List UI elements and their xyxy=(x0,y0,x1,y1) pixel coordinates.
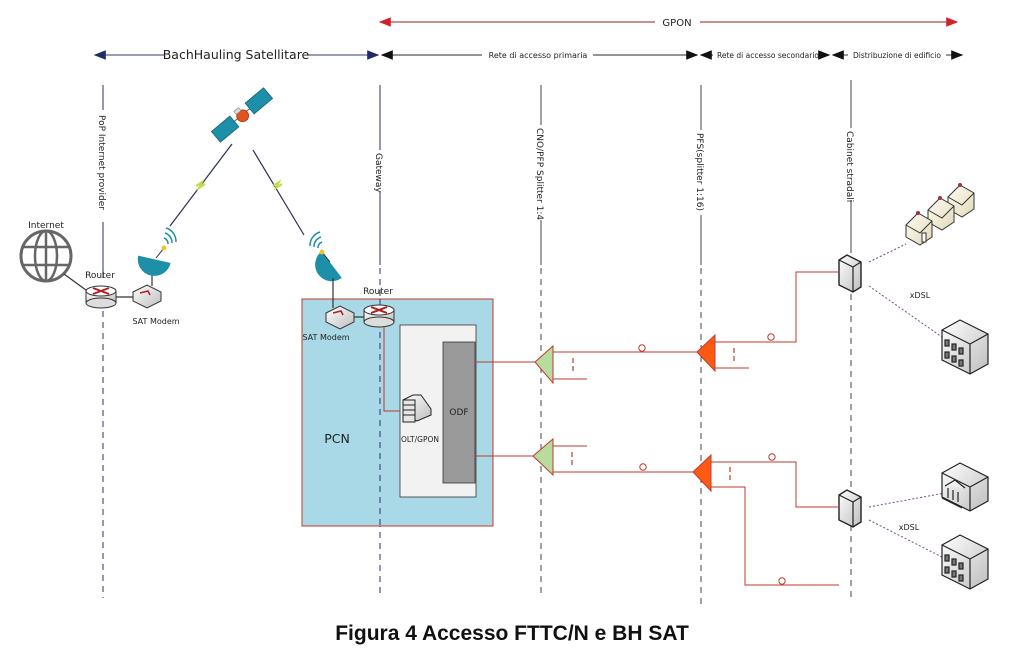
secondary-splitter-top-icon xyxy=(696,333,716,373)
xdsl-label-top: xDSL xyxy=(910,291,931,300)
lightning-icon xyxy=(195,179,206,191)
router-left-label: Router xyxy=(85,271,115,281)
column-label-pop: PoP Internet provider xyxy=(96,115,106,210)
office-building-bottom-icon xyxy=(941,534,989,590)
xdsl-links xyxy=(868,243,946,558)
gpon-label: GPON xyxy=(662,18,691,29)
lightning-icon xyxy=(272,179,283,191)
houses-icon xyxy=(905,183,975,246)
column-label-cabinet: Cabinet stradali xyxy=(844,131,854,202)
segment-backhauling: BachHauling Satellitare xyxy=(93,47,380,62)
segment-building-distribution: Distribuzione di edificio xyxy=(831,50,964,60)
router-left-icon xyxy=(85,285,117,309)
internet-globe-icon xyxy=(19,229,73,283)
satellite-dish-left-icon xyxy=(137,227,177,276)
office-building-top-icon xyxy=(941,319,989,375)
fiber-connectors xyxy=(638,333,786,585)
column-cabinet: Cabinet stradali xyxy=(844,80,854,600)
fiber-break-marks xyxy=(571,348,735,482)
satellite-icon xyxy=(210,87,274,143)
secondary-splitter-bottom-icon xyxy=(692,453,712,493)
router-right-label: Router xyxy=(363,287,393,297)
street-cabinet-bottom-icon xyxy=(838,489,862,528)
sat-modem-left-icon xyxy=(132,284,162,309)
column-label-gateway: Gateway xyxy=(373,153,383,193)
primary-splitter-bottom-icon xyxy=(532,437,554,477)
column-label-cno-pfp: CNO/PFP Splitter 1:4 xyxy=(534,128,544,220)
primary-splitter-top-icon xyxy=(534,344,554,385)
column-pfs: PFS(splitter 1:16) xyxy=(694,85,704,605)
internet-label: Internet xyxy=(28,221,64,231)
column-label-pfs: PFS(splitter 1:16) xyxy=(694,133,704,211)
sat-modem-right-icon xyxy=(325,305,355,330)
satellite-dish-right-icon xyxy=(309,231,342,282)
street-cabinet-top-icon xyxy=(838,254,862,293)
segment-label-secondary: Rete di accesso secondario xyxy=(717,51,819,60)
fiber-links xyxy=(475,271,839,586)
public-building-icon xyxy=(941,462,989,512)
xdsl-label-bottom: xDSL xyxy=(899,523,920,532)
satellite-link-right xyxy=(252,149,305,236)
sat-modem-left-label: SAT Modem xyxy=(132,317,179,326)
router-right-icon xyxy=(363,304,395,328)
sat-modem-right-label: SAT Modem xyxy=(302,333,349,342)
segment-label-backhauling: BachHauling Satellitare xyxy=(163,47,310,62)
segment-primary-access: Rete di accesso primaria xyxy=(380,50,699,60)
segment-secondary-access: Rete di accesso secondario xyxy=(699,50,831,60)
segment-label-primary: Rete di accesso primaria xyxy=(489,51,588,60)
satellite-link-left xyxy=(169,143,233,227)
olt-gpon-icon xyxy=(402,394,432,423)
odf-rack xyxy=(442,341,476,484)
figure-caption: Figura 4 Accesso FTTC/N e BH SAT xyxy=(335,622,689,645)
gpon-span: GPON xyxy=(378,17,959,29)
column-pop: PoP Internet provider xyxy=(96,85,106,598)
pcn-label: PCN xyxy=(324,431,350,446)
segment-label-building: Distribuzione di edificio xyxy=(853,51,941,60)
olt-label: OLT/GPON xyxy=(401,435,439,444)
column-cno-pfp: CNO/PFP Splitter 1:4 xyxy=(534,85,544,598)
odf-label: ODF xyxy=(449,408,468,418)
